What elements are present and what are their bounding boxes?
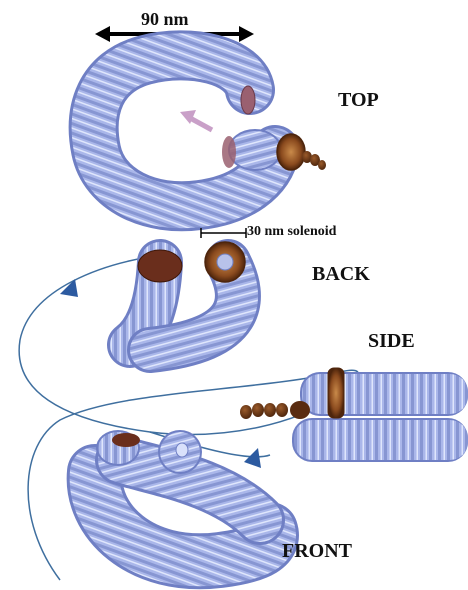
view-label-front: FRONT bbox=[282, 540, 352, 563]
scale-label-30nm: 30 nm solenoid bbox=[247, 224, 336, 240]
back-view-fiber bbox=[130, 242, 245, 350]
front-view-fiber bbox=[95, 430, 271, 561]
rotation-path bbox=[19, 254, 358, 580]
inner-arrow-icon bbox=[180, 110, 212, 130]
scale-label-90nm: 90 nm bbox=[141, 9, 189, 30]
view-label-side: SIDE bbox=[368, 330, 415, 353]
triangle-arrow-icon bbox=[60, 279, 78, 297]
triangle-arrow-icon bbox=[244, 448, 261, 468]
view-label-top: TOP bbox=[338, 89, 379, 112]
scale-bar-30nm bbox=[201, 228, 246, 238]
view-label-back: BACK bbox=[312, 263, 370, 286]
